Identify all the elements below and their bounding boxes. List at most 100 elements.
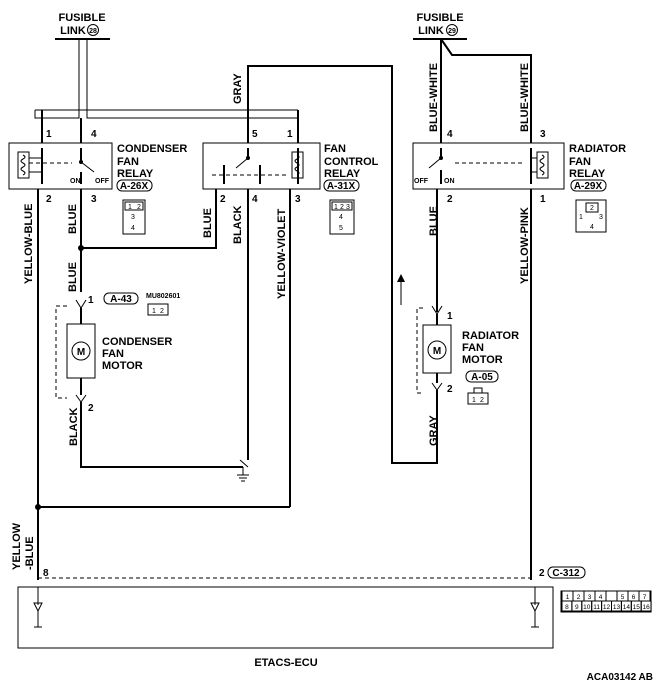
fusible-number: 29 — [448, 28, 456, 35]
ecu-pin-number: 8 — [565, 604, 569, 611]
relay-name-3: RELAY — [569, 168, 606, 180]
pin-1: 1 — [46, 129, 52, 140]
fusible-label: FUSIBLE — [416, 12, 463, 24]
pin-1: 1 — [88, 295, 94, 306]
relay-name-2: CONTROL — [324, 156, 379, 168]
svg-text:3: 3 — [599, 214, 603, 221]
ecu-pin-cell — [640, 600, 652, 612]
ecu-pin-number: 9 — [575, 604, 579, 611]
connector-id: A-43 — [110, 294, 132, 305]
svg-text:1: 1 — [334, 204, 338, 211]
wire-label-yellow-pink: YELLOW-PINK — [519, 207, 531, 284]
svg-text:1: 1 — [472, 397, 476, 404]
connector-id: A-31X — [327, 181, 356, 192]
relay-off-label: OFF — [95, 178, 110, 185]
wire-label-yellow-blue: YELLOW-BLUE — [23, 204, 35, 284]
circuit-wires — [35, 189, 532, 580]
fusible-number: 28 — [89, 28, 97, 35]
pin-4: 4 — [91, 129, 97, 140]
pin-5: 5 — [252, 129, 258, 140]
wire-label-blue: BLUE — [67, 262, 79, 292]
fusible-link-28: FUSIBLE LINK 28 — [55, 12, 110, 40]
condenser-fan-relay: ON OFF 1 4 2 3 CONDENSER FAN RELAY A-26X… — [8, 129, 187, 235]
part-number: MU802601 — [146, 293, 180, 300]
pin-4: 4 — [252, 194, 258, 205]
svg-text:3: 3 — [346, 204, 350, 211]
wire-label-blue-white: BLUE-WHITE — [428, 63, 440, 132]
svg-text:3: 3 — [131, 214, 135, 221]
svg-text:2: 2 — [340, 204, 344, 211]
link-label: LINK — [60, 25, 86, 37]
relay-on-label: ON — [444, 178, 455, 185]
ecu-pin-number: 10 — [583, 604, 591, 611]
relay-name-2: FAN — [569, 156, 591, 168]
ecu-pin-8: 8 — [43, 568, 49, 579]
wire-label-blue-suffix: -BLUE — [24, 536, 36, 570]
ecu-pin-number: 11 — [593, 604, 600, 611]
radiator-fan-relay: OFF ON 4 3 2 1 RADIATOR FAN RELAY A-29X … — [412, 129, 626, 233]
ecu-pin-number: 3 — [588, 594, 592, 601]
wire-label-blue-white: BLUE-WHITE — [519, 63, 531, 132]
relay-name-1: RADIATOR — [569, 143, 626, 155]
wire-label-yellow: YELLOW — [11, 522, 23, 570]
figure-id: ACA03142 AB — [587, 672, 653, 683]
ecu-name: ETACS-ECU — [254, 657, 317, 669]
supply-wires — [34, 38, 532, 464]
wire-label-yellow-violet: YELLOW-VIOLET — [276, 209, 288, 299]
svg-text:5: 5 — [339, 225, 343, 232]
svg-text:4: 4 — [590, 224, 594, 231]
pin-2: 2 — [447, 194, 453, 205]
relay-on-label: ON — [70, 178, 81, 185]
motor-name-2: FAN — [102, 348, 124, 360]
wire-label-blue: BLUE — [67, 204, 79, 234]
ecu-pin-cell — [605, 590, 618, 602]
wire-color-labels: GRAY BLUE-WHITE BLUE-WHITE YELLOW-BLUE B… — [11, 63, 531, 570]
connector-id: A-29X — [574, 181, 603, 192]
ecu-pin-number: 15 — [633, 604, 641, 611]
pin-1: 1 — [287, 129, 293, 140]
ecu-pin-number: 13 — [613, 604, 621, 611]
motor-name-3: MOTOR — [462, 354, 503, 366]
motor-name-3: MOTOR — [102, 360, 143, 372]
ecu-pin-number: 7 — [643, 594, 647, 601]
ecu-pin-number: 14 — [623, 604, 631, 611]
ecu-pin-number: 2 — [577, 594, 581, 601]
svg-text:1: 1 — [579, 214, 583, 221]
connector-id: A-05 — [471, 372, 493, 383]
wire-label-gray: GRAY — [428, 415, 440, 446]
ecu-pin-number: 4 — [599, 594, 603, 601]
ecu-pin-number: 5 — [621, 594, 625, 601]
fusible-label: FUSIBLE — [58, 12, 105, 24]
condenser-fan-motor: 1 A-43 MU802601 1 2 M 2 CONDENSER FAN MO… — [55, 292, 180, 414]
pin-3: 3 — [91, 194, 97, 205]
fan-control-relay: 5 1 2 4 3 FAN CONTROL RELAY A-31X 1 2 3 … — [202, 129, 379, 235]
ecu-pin-2: 2 — [539, 568, 545, 579]
svg-text:2: 2 — [590, 205, 594, 212]
relay-name-2: FAN — [117, 156, 139, 168]
ecu-connector-id: C-312 — [552, 568, 580, 579]
link-label: LINK — [418, 25, 444, 37]
pin-3: 3 — [295, 194, 301, 205]
relay-off-label: OFF — [414, 178, 429, 185]
svg-text:2: 2 — [480, 397, 484, 404]
relay-name-3: RELAY — [324, 168, 361, 180]
ecu-pin-number: 1 — [566, 594, 570, 601]
svg-text:1: 1 — [128, 204, 132, 211]
motor-name-1: CONDENSER — [102, 336, 172, 348]
svg-text:4: 4 — [339, 214, 343, 221]
ecu-pin-number: 12 — [603, 604, 611, 611]
wire-label-blue: BLUE — [428, 206, 440, 236]
motor-symbol: M — [77, 347, 85, 358]
ecu-pin-number: 16 — [643, 604, 651, 611]
svg-text:2: 2 — [137, 204, 141, 211]
fusible-link-29: FUSIBLE LINK 29 — [413, 12, 467, 40]
relay-name-1: CONDENSER — [117, 143, 187, 155]
pin-1: 1 — [540, 194, 546, 205]
wire-label-gray: GRAY — [232, 73, 244, 104]
relay-name-1: FAN — [324, 143, 346, 155]
wire-label-blue: BLUE — [202, 208, 214, 238]
pin-3: 3 — [540, 129, 546, 140]
svg-text:1: 1 — [152, 308, 156, 315]
